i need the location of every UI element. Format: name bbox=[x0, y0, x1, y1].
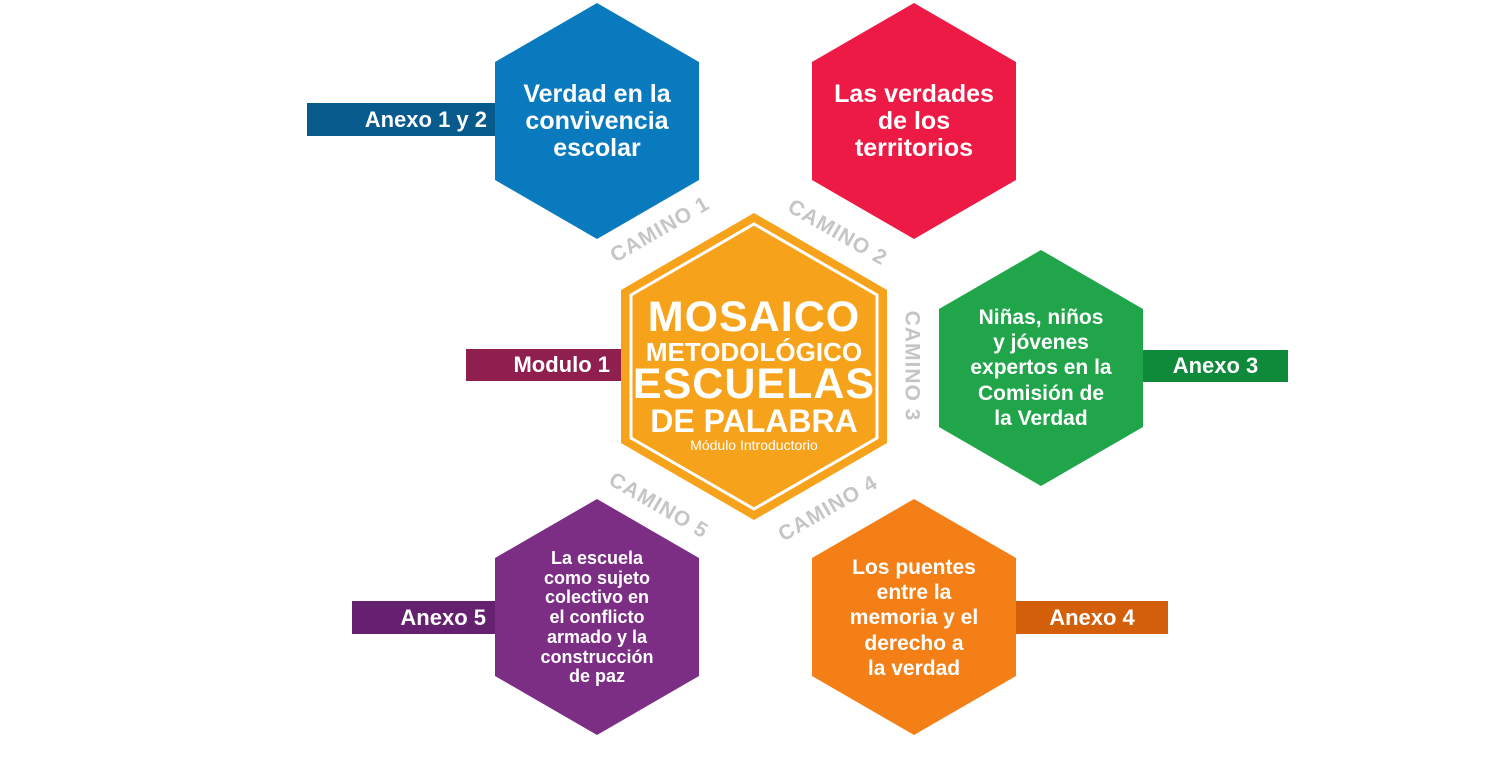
tag-bar-anexo-1-2 bbox=[307, 103, 507, 136]
tag-bar-anexo-4 bbox=[1005, 601, 1168, 634]
hexagon-center-ring bbox=[629, 222, 879, 511]
center-title-line-3: ESCUELAS bbox=[632, 360, 876, 408]
camino-label-3: CAMINO 3 bbox=[900, 310, 924, 422]
tag-label-anexo-1-2: Anexo 1 y 2 bbox=[364, 106, 487, 132]
hexagon-verdad-convivencia bbox=[495, 3, 699, 239]
hexagon-center-outer bbox=[621, 213, 887, 520]
center-title-line-2: METODOLÓGICO bbox=[645, 337, 863, 367]
hexagon-ninas-ninos bbox=[939, 250, 1143, 486]
tag-bar-modulo-1 bbox=[466, 349, 632, 381]
tag-label-modulo-1: Modulo 1 bbox=[513, 352, 610, 377]
tag-label-anexo-5: Anexo 5 bbox=[400, 604, 486, 630]
center-subtitle: Módulo Introductorio bbox=[690, 437, 818, 453]
tag-label-anexo-4: Anexo 4 bbox=[1049, 604, 1135, 630]
hexagon-escuela-sujeto bbox=[495, 499, 699, 735]
hexagon-verdades-territorios bbox=[812, 3, 1016, 239]
tag-bar-anexo-5 bbox=[352, 601, 510, 634]
center-title-line-4: DE PALABRA bbox=[650, 403, 858, 439]
tag-bar-anexo-3 bbox=[1130, 350, 1288, 382]
center-title-line-1: MOSAICO bbox=[647, 293, 861, 341]
tag-label-anexo-3: Anexo 3 bbox=[1172, 353, 1259, 378]
hexagon-puentes-memoria bbox=[812, 499, 1016, 735]
